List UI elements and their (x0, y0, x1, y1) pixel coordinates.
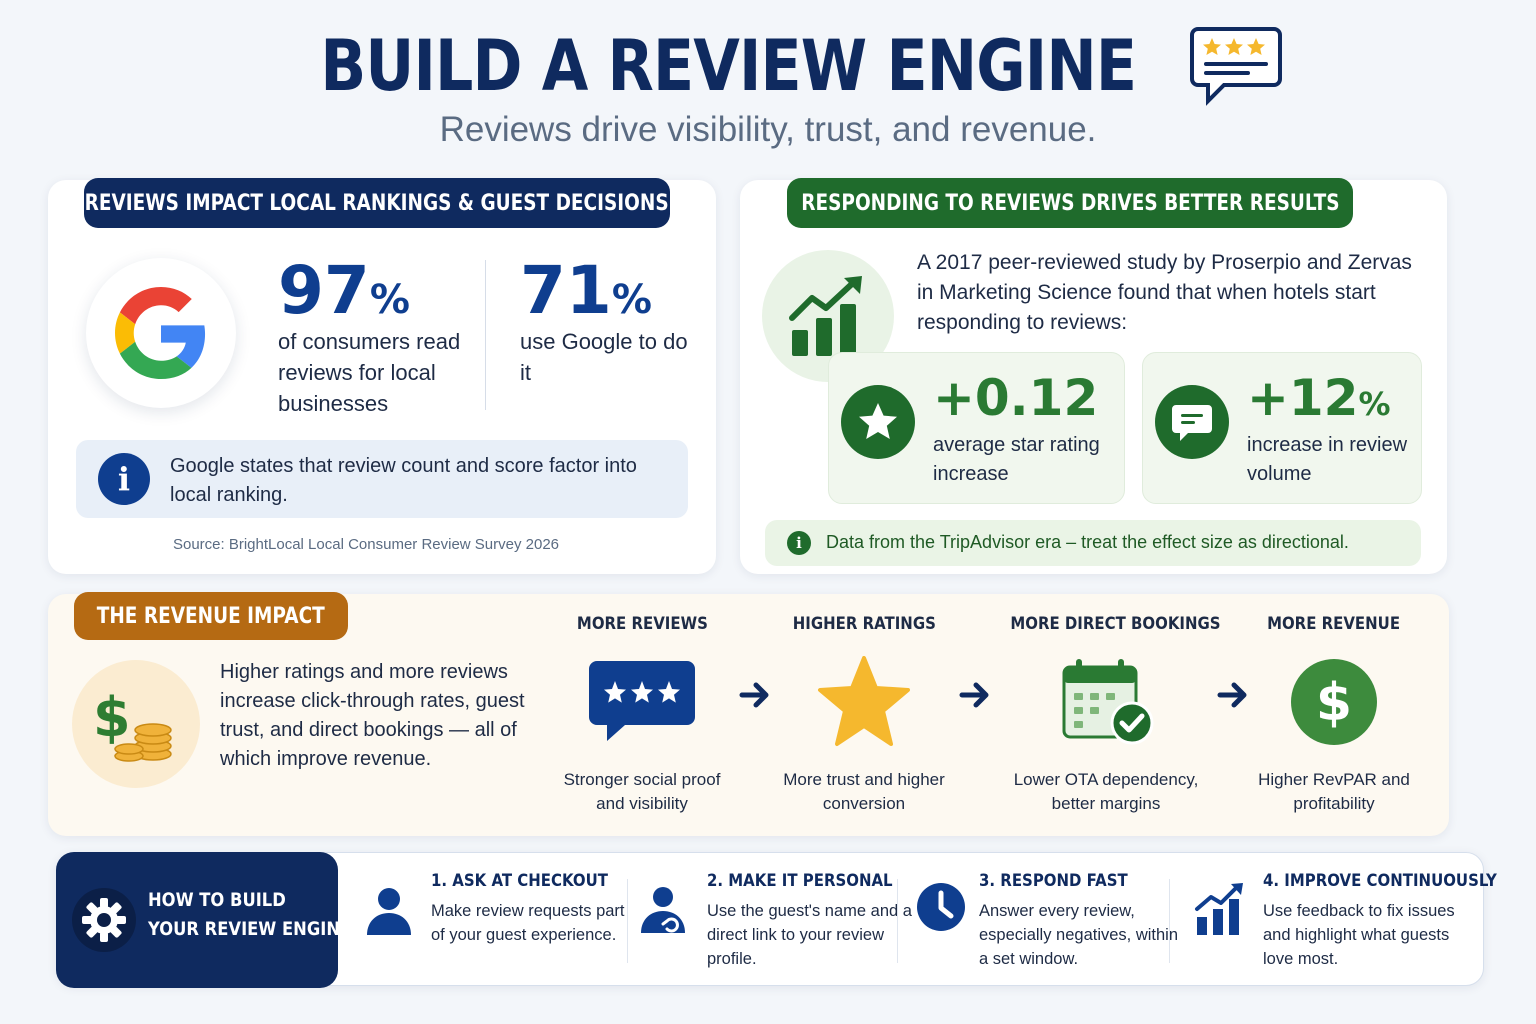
ranking-info-text: Google states that review count and scor… (170, 455, 637, 506)
svg-text:$: $ (93, 686, 131, 749)
responding-card: RESPONDING TO REVIEWS DRIVES BETTER RESU… (740, 178, 1447, 574)
chat-bubble-icon (1155, 385, 1229, 459)
flow-step-title: MORE DIRECT BOOKINGS (1010, 614, 1221, 634)
star-icon (818, 656, 910, 746)
flow-step-more-revenue: MORE REVENUE $ Higher RevPAR and profita… (1254, 614, 1414, 816)
flow-step-description: More trust and higher conversion (783, 770, 945, 813)
rating-increase-card: +0.12 average star rating increase (828, 352, 1125, 504)
stat-71-percent: 71% (520, 252, 652, 329)
rankings-card: REVIEWS IMPACT LOCAL RANKINGS & GUEST DE… (48, 178, 716, 574)
howto-heading-block: HOW TO BUILD YOUR REVIEW ENGINE (56, 852, 352, 988)
step-description: Use feedback to fix issues and highlight… (1263, 902, 1455, 968)
flow-step-title: HIGHER RATINGS (792, 614, 936, 634)
rankings-heading: REVIEWS IMPACT LOCAL RANKINGS & GUEST DE… (84, 178, 670, 228)
arrow-right-icon (959, 682, 989, 708)
growth-chart-icon (789, 276, 862, 356)
step-divider (897, 879, 898, 963)
review-chat-stars-icon (1190, 27, 1283, 106)
data-note-text: Data from the TripAdvisor era – treat th… (826, 532, 1349, 552)
volume-increase-value: +12% (1247, 369, 1391, 427)
info-icon: i (98, 453, 150, 505)
step-title: 1. ASK AT CHECKOUT (431, 871, 608, 891)
howto-card: HOW TO BUILD YOUR REVIEW ENGINE 1. ASK A… (56, 852, 1497, 988)
google-logo (86, 258, 236, 408)
person-link-icon (641, 887, 685, 933)
volume-increase-description: increase in review volume (1247, 434, 1408, 485)
dollar-coins-icon: $ (93, 686, 172, 762)
gear-icon (72, 888, 136, 952)
step-description: Make review requests part of your guest … (431, 902, 625, 944)
flow-step-description: Higher RevPAR and profitability (1258, 770, 1410, 813)
dollar-icon: $ (1291, 659, 1377, 745)
step-title: 4. IMPROVE CONTINUOUSLY (1263, 871, 1497, 891)
google-g-icon (115, 287, 206, 379)
arrow-right-icon (1217, 682, 1247, 708)
flow-step-higher-ratings: HIGHER RATINGS More trust and higher con… (778, 614, 950, 816)
ranking-info-box: i Google states that review count and sc… (76, 440, 688, 518)
data-note-bar: i Data from the TripAdvisor era – treat … (765, 520, 1421, 566)
stat-97-description: of consumers read reviews for local busi… (278, 329, 461, 416)
step-description: Use the guest's name and a direct link t… (707, 902, 912, 968)
person-icon (367, 888, 411, 935)
step-divider (1169, 879, 1170, 963)
arrow-right-icon (739, 682, 769, 708)
page-title: BUILD A REVIEW ENGINE (320, 25, 1137, 107)
flow-step-description: Lower OTA dependency, better margins (1013, 770, 1199, 813)
growth-chart-icon (1195, 883, 1243, 935)
stat-97-percent: 97% (278, 252, 410, 329)
volume-increase-card: +12% increase in review volume (1142, 352, 1422, 504)
svg-text:$: $ (1316, 673, 1352, 733)
step-description: Answer every review, especially negative… (979, 902, 1179, 968)
step-divider (627, 879, 628, 963)
rating-increase-value: +0.12 (933, 369, 1099, 427)
growth-chart-circle (762, 250, 894, 382)
clock-icon (917, 883, 965, 931)
star-badge-icon (841, 385, 915, 459)
flow-step-title: MORE REVENUE (1267, 614, 1401, 634)
howto-title: HOW TO BUILD YOUR REVIEW ENGINE (148, 889, 352, 940)
revenue-card: THE REVENUE IMPACT $ Higher ratings and … (48, 592, 1449, 836)
step-title: 2. MAKE IT PERSONAL (707, 871, 893, 891)
review-bubble-stars-icon (589, 661, 695, 741)
study-description: A 2017 peer-reviewed study by Proserpio … (917, 251, 1412, 334)
info-icon: i (787, 531, 811, 555)
stat-71-description: use Google to do it (520, 329, 688, 385)
source-note: Source: BrightLocal Local Consumer Revie… (172, 536, 560, 553)
flow-step-direct-bookings: MORE DIRECT BOOKINGS Lower OTA dependenc… (996, 614, 1220, 816)
coins-circle: $ (72, 660, 200, 788)
step-title: 3. RESPOND FAST (979, 871, 1128, 891)
flow-step-more-reviews: MORE REVIEWS Stronger social proof and v… (556, 614, 728, 816)
revenue-heading: THE REVENUE IMPACT (74, 592, 348, 640)
page-subtitle: Reviews drive visibility, trust, and rev… (439, 110, 1097, 149)
flow-step-description: Stronger social proof and visibility (563, 770, 721, 813)
rating-increase-description: average star rating increase (933, 434, 1100, 485)
flow-step-title: MORE REVIEWS (576, 614, 708, 634)
title-row: BUILD A REVIEW ENGINE (0, 25, 1536, 107)
calendar-check-icon (1062, 659, 1154, 745)
stat-divider (485, 260, 486, 410)
revenue-description: Higher ratings and more reviews increase… (220, 661, 525, 770)
responding-heading: RESPONDING TO REVIEWS DRIVES BETTER RESU… (787, 178, 1353, 228)
